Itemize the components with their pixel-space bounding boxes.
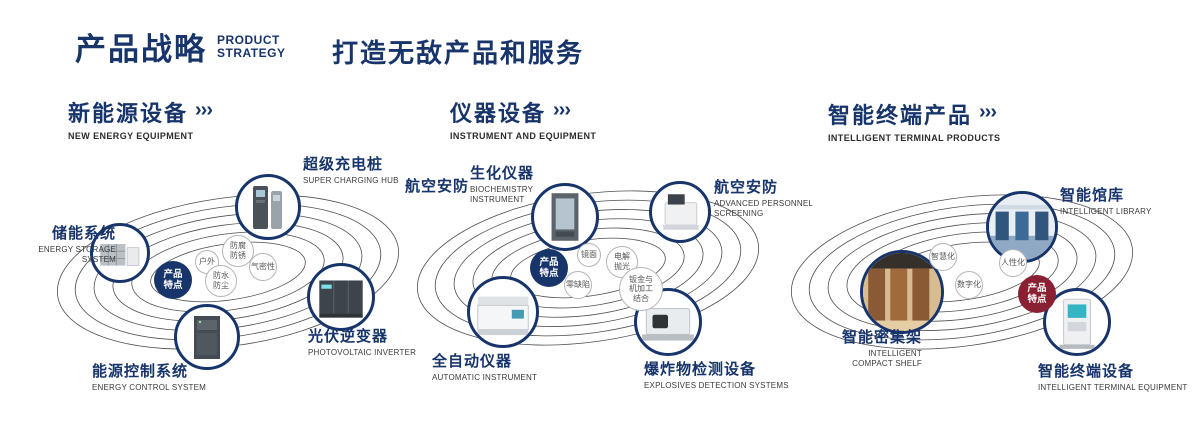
page-header: 产品战略 PRODUCT STRATEGY <box>75 24 285 69</box>
product-features-badge: 产品特点 <box>154 261 192 299</box>
photovoltaic-inverter-image <box>319 280 363 318</box>
feature-bubble: 气密性 <box>249 253 277 281</box>
personnel-screening-image <box>663 194 699 230</box>
product-label-intelligent-terminal: 智能终端设备 INTELLIGENT TERMINAL EQUIPMENT <box>1038 363 1188 392</box>
chevrons-icon: ››› <box>553 98 571 121</box>
product-node-automatic-instrument <box>467 276 539 348</box>
biochemistry-instrument-image <box>551 193 579 241</box>
chevrons-icon: ››› <box>979 100 997 123</box>
product-label-energy-storage-system: 储能系统 ENERGY STORAGE SYSTEM <box>38 225 116 264</box>
product-label-automatic-instrument: 全自动仪器 AUTOMATIC INSTRUMENT <box>432 353 538 382</box>
product-label-super-charging-hub: 超级充电桩 SUPER CHARGING HUB <box>303 156 399 185</box>
energy-control-system-image <box>194 316 220 359</box>
product-label-intelligent-compact-shelf: 智能密集架 INTELLIGENT COMPACT SHELF <box>841 329 922 368</box>
product-node-super-charging-hub <box>235 174 301 240</box>
product-node-energy-storage-system <box>90 223 150 283</box>
product-label-biochemistry-instrument: 生化仪器 BIOCHEMISTRY INSTRUMENT <box>470 165 535 204</box>
product-label-personnel-screening: 航空安防 ADVANCED PERSONNEL SCREENING <box>714 179 813 218</box>
feature-bubble: 数字化 <box>955 271 983 299</box>
product-label-intelligent-library: 智能馆库 INTELLIGENT LIBRARY <box>1060 187 1152 216</box>
product-label-photovoltaic-inverter: 光伏逆变器 PHOTOVOLTAIC INVERTER <box>308 328 417 357</box>
feature-bubble: 防腐防锈 <box>222 235 254 267</box>
page-title: 产品战略 <box>75 32 207 67</box>
feature-bubble: 零缺陷 <box>564 271 592 299</box>
product-node-photovoltaic-inverter <box>307 263 375 331</box>
product-node-intelligent-library <box>986 191 1058 263</box>
feature-bubble: 人性化 <box>999 249 1027 277</box>
product-node-personnel-screening <box>649 181 711 243</box>
product-node-energy-control-system <box>174 304 240 370</box>
product-label-aviation-security-left: 航空安防 <box>405 178 470 195</box>
product-node-biochemistry-instrument <box>531 183 599 251</box>
section-title-instrument: 仪器设备 ››› INSTRUMENT AND EQUIPMENT <box>450 98 597 142</box>
intelligent-terminal-image <box>1059 298 1095 349</box>
section-title-new-energy: 新能源设备 ››› NEW ENERGY EQUIPMENT <box>68 98 213 142</box>
tagline: 打造无敌产品和服务 <box>332 38 585 68</box>
feature-bubble: 镜面 <box>577 243 601 267</box>
feature-bubble: 智慧化 <box>929 243 957 271</box>
chevrons-icon: ››› <box>195 98 213 121</box>
explosives-detection-image <box>642 308 694 341</box>
product-node-intelligent-compact-shelf <box>860 250 944 334</box>
product-label-energy-control-system: 能源控制系统 ENERGY CONTROL SYSTEM <box>92 363 206 392</box>
intelligent-compact-shelf-image <box>863 253 941 331</box>
intelligent-library-image <box>989 194 1055 260</box>
feature-bubble: 防水防尘 <box>205 265 237 297</box>
product-features-badge: 产品特点 <box>1018 275 1056 313</box>
feature-bubble: 钣金与机加工结合 <box>619 267 663 311</box>
automatic-instrument-image <box>477 296 529 336</box>
section-title-intelligent-terminal: 智能终端产品 ››› INTELLIGENT TERMINAL PRODUCTS <box>828 100 1001 144</box>
product-features-badge: 产品特点 <box>530 249 568 287</box>
product-label-explosives-detection: 爆炸物检测设备 EXPLOSIVES DETECTION SYSTEMS <box>644 361 789 390</box>
energy-storage-system-image <box>100 244 140 267</box>
page-title-en: PRODUCT STRATEGY <box>217 32 286 60</box>
super-charging-hub-image <box>253 186 282 229</box>
